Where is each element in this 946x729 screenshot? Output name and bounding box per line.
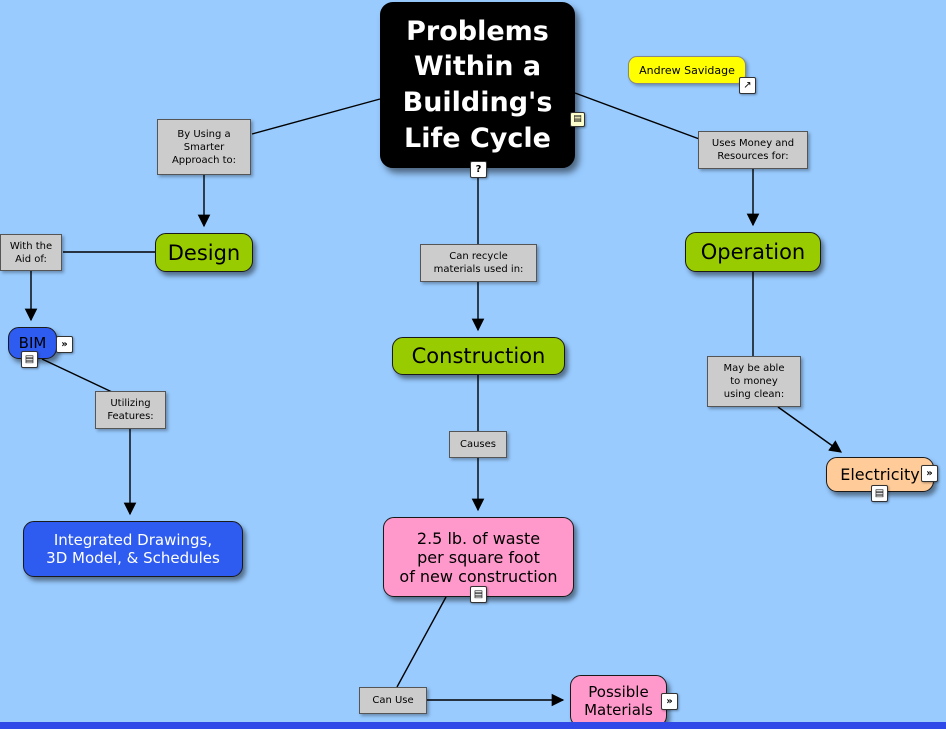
- linking-can-recycle[interactable]: Can recycle materials used in:: [420, 244, 537, 282]
- linking-with-aid[interactable]: With the Aid of:: [0, 234, 62, 271]
- concept-title[interactable]: Problems Within a Building's Life Cycle: [380, 2, 575, 168]
- linking-may-be-able[interactable]: May be able to money using clean:: [707, 356, 801, 407]
- linking-label: By Using a Smarter Approach to:: [171, 128, 237, 166]
- concept-integrated-drawings[interactable]: Integrated Drawings, 3D Model, & Schedul…: [23, 521, 243, 577]
- linking-label: Causes: [459, 439, 497, 450]
- concept-label: Construction: [411, 344, 546, 368]
- concept-bim[interactable]: BIM: [8, 327, 57, 359]
- connector-line: [251, 98, 381, 135]
- window-bottom-edge: [0, 722, 946, 729]
- note-icon[interactable]: ▤: [570, 112, 585, 127]
- concept-label: Design: [167, 240, 241, 265]
- linking-uses-money[interactable]: Uses Money and Resources for:: [698, 131, 808, 169]
- electricity-resource-links-icon[interactable]: »: [921, 465, 938, 482]
- connector-line: [574, 92, 703, 141]
- concept-label: 2.5 lb. of waste per square foot of new …: [399, 528, 558, 586]
- electricity-document-icon[interactable]: ▤: [871, 485, 888, 502]
- concept-label: BIM: [18, 334, 47, 352]
- connector-line: [396, 596, 447, 688]
- waste-document-icon[interactable]: ▤: [470, 586, 487, 603]
- linking-label: Utilizing Features:: [107, 398, 154, 422]
- concept-design[interactable]: Design: [155, 233, 253, 272]
- concept-title-label: Problems Within a Building's Life Cycle: [402, 15, 553, 154]
- concept-label: Possible Materials: [584, 683, 653, 719]
- linking-label: Can Use: [372, 695, 414, 706]
- connector-line: [41, 358, 113, 393]
- concept-operation[interactable]: Operation: [685, 232, 821, 272]
- concept-construction[interactable]: Construction: [392, 337, 565, 375]
- possible-materials-resource-links-icon[interactable]: »: [661, 693, 678, 710]
- linking-can-use[interactable]: Can Use: [359, 687, 427, 714]
- connector-line: [777, 406, 843, 453]
- linking-label: Can recycle materials used in:: [433, 251, 524, 275]
- author-note[interactable]: Andrew Savidage: [628, 56, 746, 84]
- linking-label: May be able to money using clean:: [723, 363, 785, 400]
- concept-label: Integrated Drawings, 3D Model, & Schedul…: [46, 531, 220, 567]
- concept-label: Electricity: [840, 465, 920, 484]
- question-icon[interactable]: ?: [470, 161, 487, 178]
- linking-causes[interactable]: Causes: [449, 431, 507, 458]
- bim-resource-links-icon[interactable]: »: [56, 336, 73, 353]
- bim-document-icon[interactable]: ▤: [21, 351, 38, 368]
- note-link-arrow-icon[interactable]: ↗: [739, 77, 756, 94]
- concept-label: Operation: [700, 240, 806, 264]
- linking-label: Uses Money and Resources for:: [711, 138, 795, 162]
- linking-label: With the Aid of:: [9, 240, 53, 265]
- author-note-label: Andrew Savidage: [639, 63, 735, 77]
- concept-waste[interactable]: 2.5 lb. of waste per square foot of new …: [383, 517, 574, 597]
- concept-electricity[interactable]: Electricity: [826, 457, 934, 492]
- linking-utilizing-features[interactable]: Utilizing Features:: [95, 391, 166, 429]
- linking-by-using[interactable]: By Using a Smarter Approach to:: [157, 119, 251, 175]
- concept-possible-materials[interactable]: Possible Materials: [570, 675, 667, 727]
